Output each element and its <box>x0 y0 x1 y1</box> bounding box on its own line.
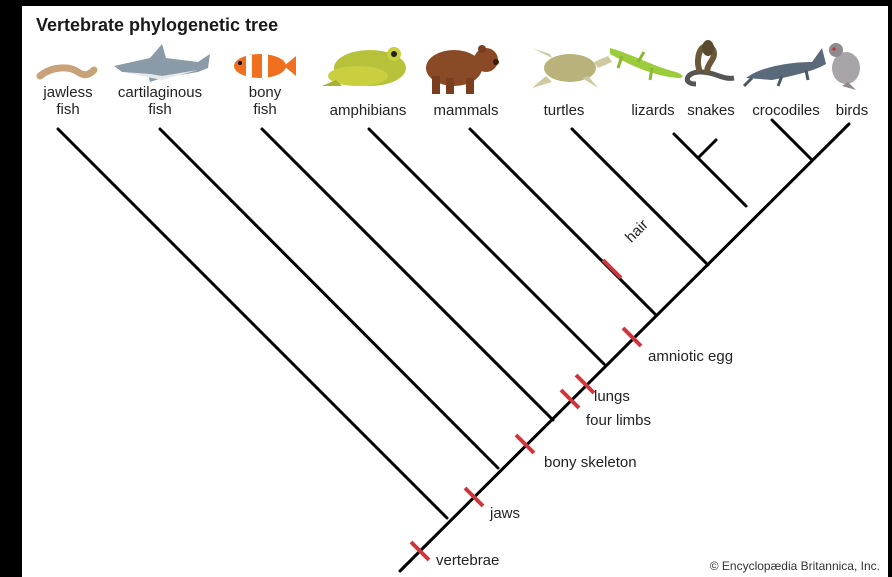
trait-mark-hair <box>603 260 621 278</box>
pigeon-icon <box>829 43 860 90</box>
clownfish-icon <box>234 54 296 78</box>
trait-label-bony-skeleton: bony skeleton <box>544 454 637 471</box>
taxon-label-mammals: mammals <box>426 102 506 119</box>
trait-label-jaws: jaws <box>490 505 520 522</box>
lamprey-icon <box>40 68 94 76</box>
bear-icon <box>426 45 499 94</box>
trait-mark-amniotic-egg <box>623 328 641 346</box>
trait-label-four-limbs: four limbs <box>586 412 651 429</box>
trait-mark-lungs <box>576 375 594 393</box>
branch-lizards <box>674 134 682 142</box>
trait-label-amniotic-egg: amniotic egg <box>648 348 733 365</box>
taxon-label-lizards: lizards <box>622 102 684 119</box>
taxon-label-amphibians: amphibians <box>320 102 416 119</box>
tree-branches <box>58 120 849 571</box>
turtle-icon <box>532 48 612 88</box>
branch-mammals <box>470 129 656 315</box>
lizard-icon <box>610 48 682 80</box>
trait-mark-four-limbs <box>561 390 579 408</box>
branch-amphibians <box>369 129 604 364</box>
crocodile-icon <box>744 48 826 86</box>
trait-label-vertebrae: vertebrae <box>436 552 499 569</box>
branch-archosaurs <box>780 128 812 160</box>
taxon-label-birds: birds <box>830 102 874 119</box>
taxon-label-snakes: snakes <box>682 102 740 119</box>
branch-snakes <box>698 140 716 158</box>
branch-jawless-fish <box>58 129 447 518</box>
taxon-label-crocodiles: crocodiles <box>744 102 828 119</box>
shark-icon <box>114 44 210 82</box>
branch-squamates <box>682 142 746 206</box>
cobra-icon <box>687 40 734 84</box>
branch-cartilaginous-fish <box>160 129 498 468</box>
copyright-credit: © Encyclopædia Britannica, Inc. <box>710 559 880 573</box>
frog-icon <box>322 47 406 86</box>
branch-crocodiles <box>772 120 780 128</box>
main-trunk <box>400 124 849 571</box>
diagram-canvas: Vertebrate phylogenetic tree <box>22 6 888 577</box>
trait-label-lungs: lungs <box>594 388 630 405</box>
taxon-label-turtles: turtles <box>534 102 594 119</box>
trait-mark-bony-skeleton <box>516 435 534 453</box>
